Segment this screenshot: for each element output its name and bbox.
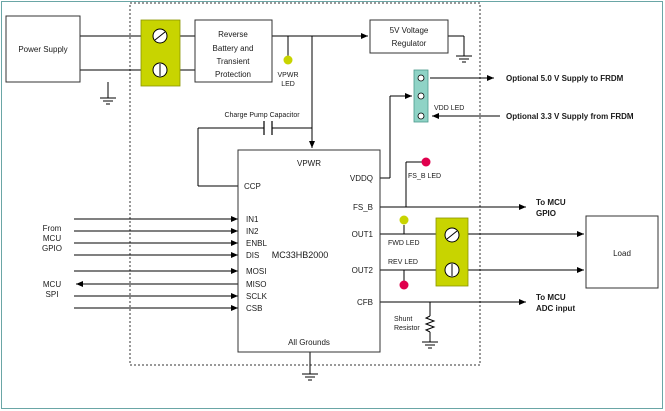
from-mcu-label-1: From bbox=[43, 224, 62, 233]
pin-ccp: CCP bbox=[244, 182, 261, 191]
fsb-led-icon bbox=[421, 157, 431, 167]
pin-cfb: CFB bbox=[357, 298, 373, 307]
charge-pump-label: Charge Pump Capacitor bbox=[224, 112, 300, 119]
vpwr-led-label-2: LED bbox=[281, 81, 295, 88]
fwd-led-label: FWD LED bbox=[388, 240, 420, 247]
reverse-label-4: Protection bbox=[215, 70, 251, 79]
screw-terminal-icon bbox=[152, 62, 168, 78]
pin-in2: IN2 bbox=[246, 227, 259, 236]
reverse-label-3: Transient bbox=[216, 57, 250, 66]
resistor-icon bbox=[424, 315, 436, 333]
pin-miso: MISO bbox=[246, 280, 266, 289]
power-supply-block: Power Supply bbox=[5, 15, 81, 83]
shunt-label-1: Shunt bbox=[394, 316, 412, 323]
pin-out1: OUT1 bbox=[352, 230, 374, 239]
from-mcu-label-2: MCU bbox=[43, 234, 61, 243]
rev-led-icon bbox=[399, 280, 409, 290]
fwd-led-icon bbox=[399, 215, 409, 225]
reverse-protection-block: Reverse Battery and Transient Protection bbox=[194, 19, 273, 83]
mc33hb2000-chip: VPWR CCP IN1 IN2 ENBL DIS MOSI MISO SCLK… bbox=[237, 149, 381, 353]
output-terminal-block bbox=[435, 217, 469, 287]
pin-fs-b: FS_B bbox=[353, 203, 373, 212]
pin-enbl: ENBL bbox=[246, 239, 267, 248]
to-mcu-adc-label-2: ADC input bbox=[536, 304, 575, 313]
opt-5v-label: Optional 5.0 V Supply to FRDM bbox=[506, 74, 624, 83]
fsb-led-label: FS_B LED bbox=[408, 173, 441, 180]
pin-in1: IN1 bbox=[246, 215, 259, 224]
mcu-spi-label-2: SPI bbox=[46, 290, 59, 299]
chip-name: MC33HB2000 bbox=[272, 250, 329, 260]
regulator-label-2: Regulator bbox=[392, 39, 427, 48]
ground-icon bbox=[422, 341, 438, 349]
to-mcu-gpio-label-1: To MCU bbox=[536, 198, 566, 207]
rev-led-label: REV LED bbox=[388, 259, 418, 266]
regulator-label-1: 5V Voltage bbox=[390, 26, 429, 35]
ground-icon bbox=[302, 373, 318, 381]
ground-icon bbox=[456, 55, 472, 63]
pin-mosi: MOSI bbox=[246, 267, 266, 276]
wires bbox=[74, 33, 584, 374]
pin-all-grounds: All Grounds bbox=[288, 338, 330, 347]
from-mcu-label-3: GPIO bbox=[42, 244, 62, 253]
jumper-pin-icon bbox=[417, 74, 425, 82]
pin-sclk: SCLK bbox=[246, 292, 268, 301]
input-terminal-block bbox=[140, 19, 181, 87]
pin-out2: OUT2 bbox=[352, 266, 374, 275]
screw-terminal-icon bbox=[444, 262, 460, 278]
regulator-block: 5V Voltage Regulator bbox=[369, 19, 449, 54]
shunt-label-2: Resistor bbox=[394, 325, 420, 332]
jumper-pin-icon bbox=[417, 92, 425, 100]
pin-vpwr: VPWR bbox=[297, 159, 321, 168]
opt-3v-label: Optional 3.3 V Supply from FRDM bbox=[506, 112, 634, 121]
pin-csb: CSB bbox=[246, 304, 262, 313]
pin-dis: DIS bbox=[246, 251, 259, 260]
power-supply-label: Power Supply bbox=[18, 45, 67, 54]
screw-terminal-icon bbox=[444, 227, 460, 243]
to-mcu-gpio-label-2: GPIO bbox=[536, 209, 556, 218]
ground-icon bbox=[100, 97, 116, 105]
vpwr-led-label-1: VPWR bbox=[278, 72, 299, 79]
capacitor-icon bbox=[263, 121, 273, 135]
reverse-label-2: Battery and bbox=[213, 44, 254, 53]
ground-symbols bbox=[100, 55, 472, 381]
pin-vddq: VDDQ bbox=[350, 174, 373, 183]
screw-terminal-icon bbox=[152, 28, 168, 44]
supply-jumper bbox=[413, 69, 429, 123]
load-label: Load bbox=[613, 249, 631, 258]
to-mcu-adc-label-1: To MCU bbox=[536, 293, 566, 302]
vpwr-led-icon bbox=[283, 55, 293, 65]
vdd-led-label: VDD LED bbox=[434, 105, 464, 112]
reverse-label-1: Reverse bbox=[218, 30, 248, 39]
mcu-spi-label-1: MCU bbox=[43, 280, 61, 289]
load-block: Load bbox=[585, 215, 659, 289]
jumper-pin-icon bbox=[417, 112, 425, 120]
